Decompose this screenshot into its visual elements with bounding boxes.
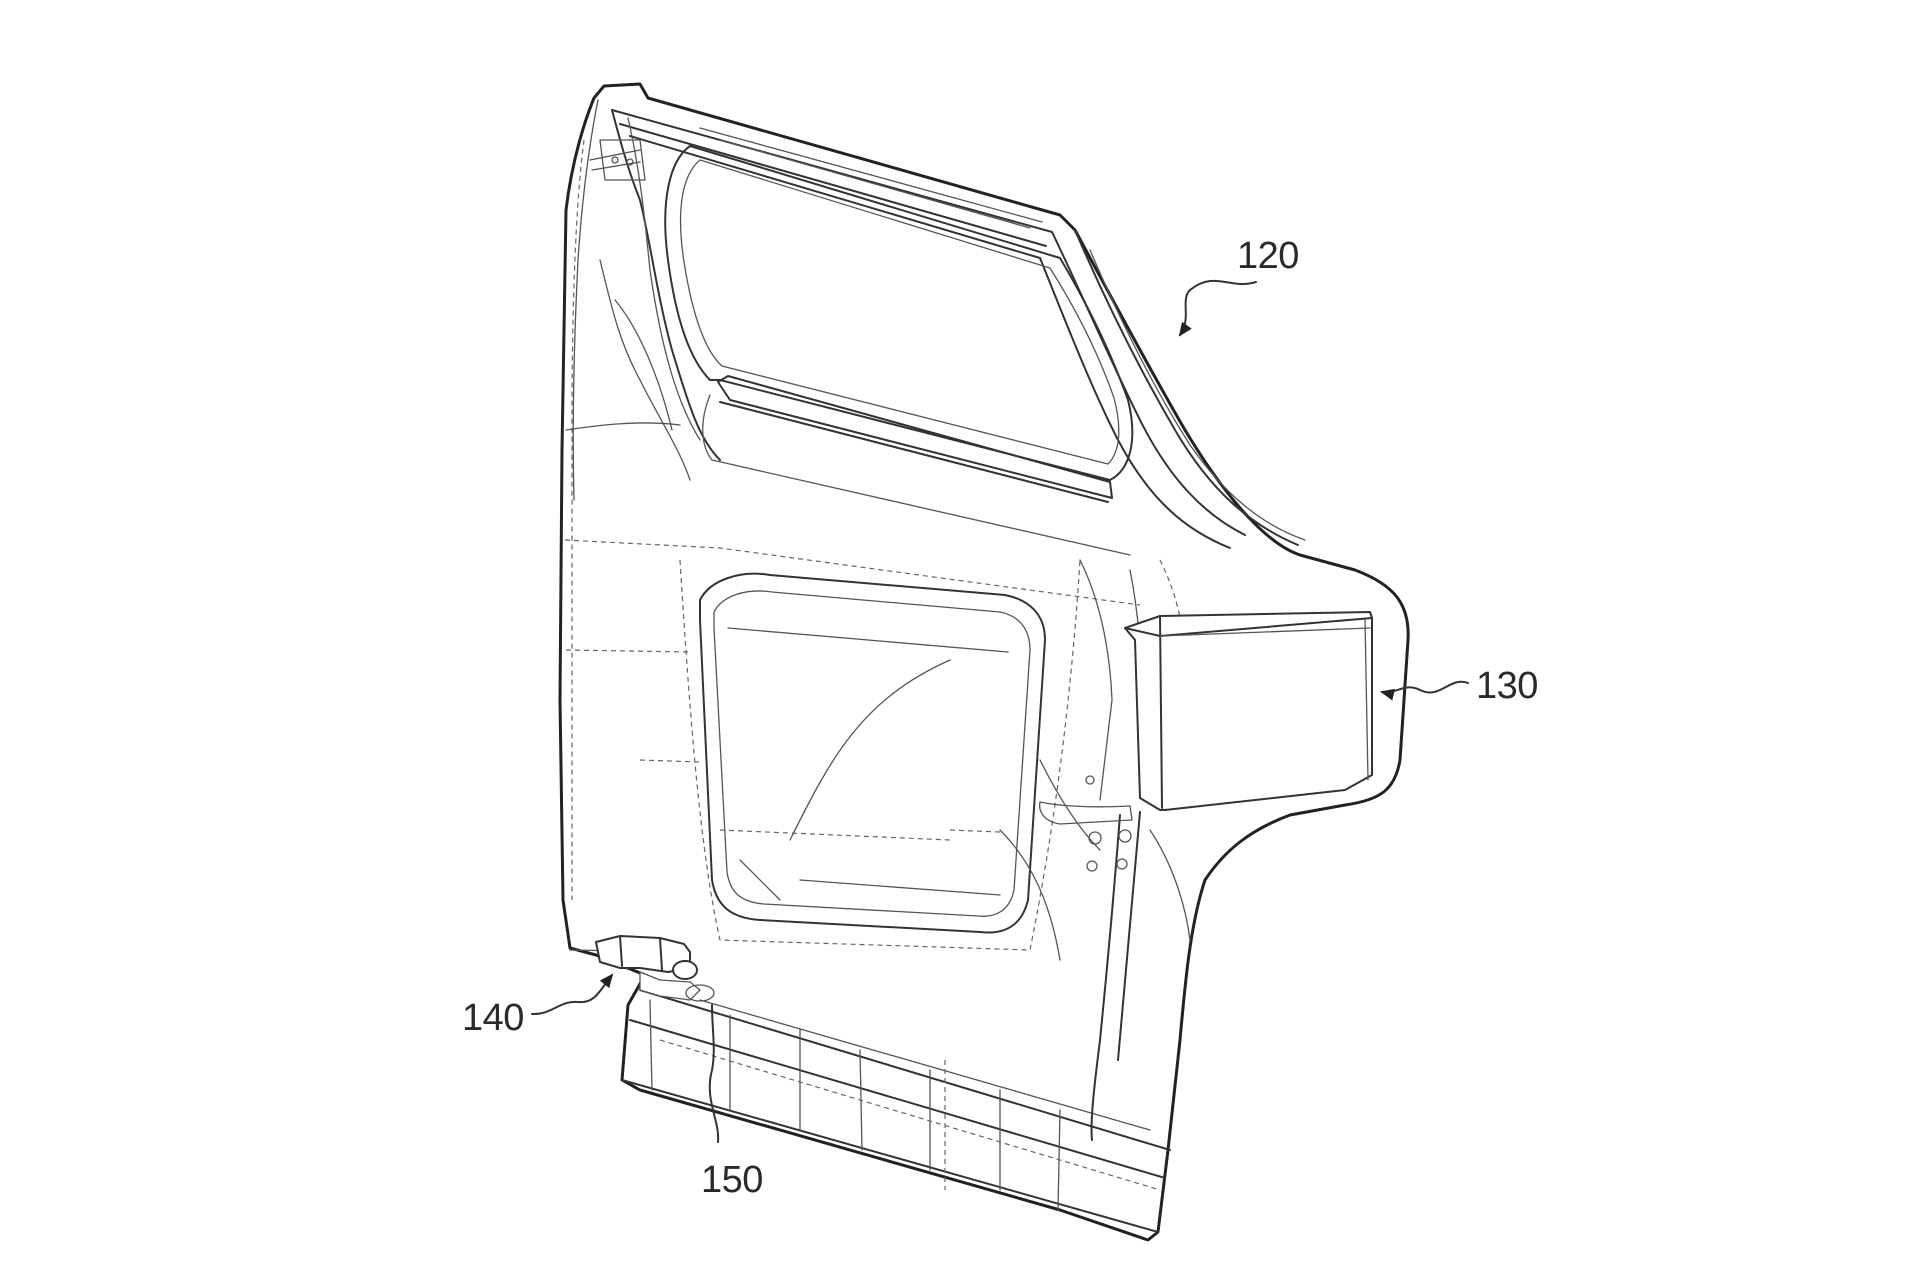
- leader-140: [531, 973, 614, 1016]
- window-frame-rear: [1039, 229, 1299, 549]
- hinge-assembly: [595, 935, 715, 1002]
- reference-labels: 120 130 140 150: [462, 235, 1538, 1201]
- leader-120: [1178, 279, 1257, 337]
- label-140: 140: [462, 997, 524, 1039]
- rear-lower-edge: [1090, 811, 1141, 1141]
- label-150: 150: [701, 1159, 763, 1201]
- leader-130: [1380, 680, 1469, 701]
- label-120: 120: [1237, 235, 1299, 277]
- construction-lines: [564, 259, 1141, 953]
- latch-box: [1124, 611, 1373, 811]
- door-outline: [558, 82, 1410, 1242]
- window-frame-top: [611, 109, 1053, 259]
- leader-150: [708, 1004, 720, 1143]
- belt-moulding: [717, 375, 1113, 503]
- door-panel: [558, 82, 1410, 1242]
- hinge-tab: [1039, 801, 1133, 825]
- access-opening: [699, 572, 1046, 934]
- label-130: 130: [1476, 665, 1538, 707]
